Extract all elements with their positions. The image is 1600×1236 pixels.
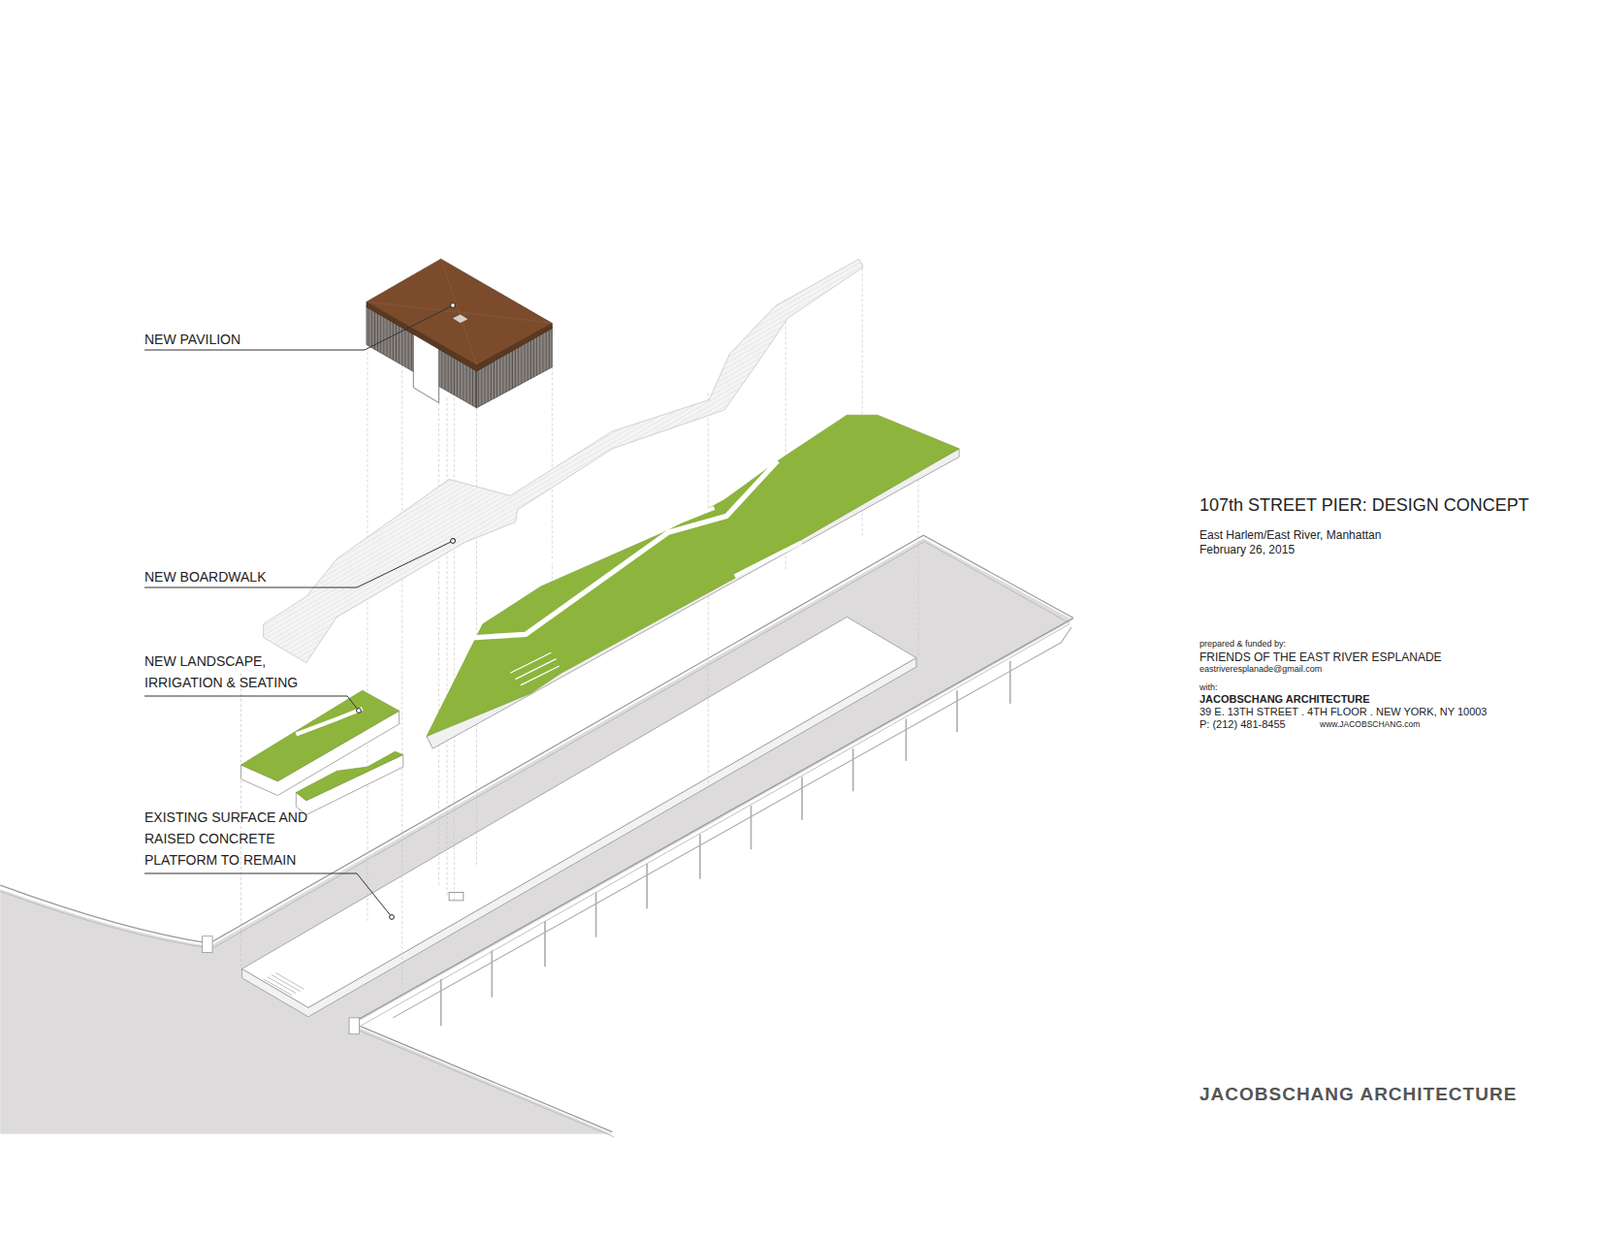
pavilion-roof xyxy=(366,258,552,365)
projection-line xyxy=(447,397,448,897)
projection-line xyxy=(453,336,455,903)
railing-post xyxy=(349,1018,360,1035)
leader-dot xyxy=(389,915,395,921)
planter-top xyxy=(295,751,403,800)
leader-line xyxy=(144,305,453,351)
pile xyxy=(645,864,648,909)
railing-post xyxy=(202,936,214,954)
projection-line xyxy=(438,387,440,888)
pile xyxy=(956,690,959,733)
stair xyxy=(271,975,300,992)
projection-line xyxy=(918,479,920,658)
leader-target xyxy=(450,538,455,543)
street-address: 39 E. 13TH STREET . 4TH FLOOR . NEW YORK… xyxy=(1199,705,1488,718)
pile xyxy=(544,921,546,967)
firm-logotype: JACOBSCHANG ARCHITECTURE xyxy=(1199,1084,1517,1106)
platform-top xyxy=(242,616,917,1008)
pile xyxy=(852,748,855,792)
stair xyxy=(267,977,296,994)
roof-hip xyxy=(366,258,552,365)
pile xyxy=(440,979,443,1026)
step xyxy=(520,666,560,686)
seating-bench xyxy=(525,550,598,568)
credit-note: prepared & funded by: xyxy=(1199,639,1286,649)
projection-line xyxy=(366,347,368,924)
landscape-path xyxy=(461,460,778,639)
callout-label: EXISTING SURFACE AND RAISED CONCRETE PLA… xyxy=(144,806,320,871)
platform-stairs xyxy=(263,973,305,996)
pile xyxy=(490,950,493,997)
firm-name: JACOBSCHANG ARCHITECTURE xyxy=(1199,693,1371,705)
phone-number: P: (212) 481-8455 xyxy=(1199,718,1286,731)
leader-line xyxy=(144,873,392,918)
seating-strip xyxy=(295,708,362,735)
step xyxy=(510,652,551,673)
landscape-top xyxy=(426,415,960,736)
email-address: eastriveresplanade@gmail.com xyxy=(1199,664,1322,674)
seating-bench xyxy=(668,508,714,527)
credit-note: with: xyxy=(1199,682,1218,693)
callout-label: NEW LANDSCAPE, IRRIGATION & SEATING xyxy=(144,650,324,694)
callout-label: NEW PAVILION xyxy=(144,331,241,348)
leader-dot xyxy=(356,708,362,714)
pile xyxy=(750,805,753,850)
projection-line xyxy=(401,365,403,986)
pile xyxy=(800,777,803,821)
leader-dot xyxy=(450,539,456,544)
leader-line xyxy=(144,696,359,711)
drawing-title: 107th STREET PIER: DESIGN CONCEPT xyxy=(1199,495,1530,516)
leader-line xyxy=(144,541,453,588)
callout-label: NEW BOARDWALK xyxy=(144,569,267,585)
post-footprint xyxy=(448,892,464,900)
boardwalk xyxy=(263,258,864,664)
organization-name: FRIENDS OF THE EAST RIVER ESPLANADE xyxy=(1199,650,1442,665)
leader-dot xyxy=(450,303,456,309)
web-address: www.JACOBSCHANG.com xyxy=(1319,719,1420,730)
pile xyxy=(905,719,908,762)
roof-skylight xyxy=(451,314,469,323)
stair xyxy=(275,973,304,991)
seating-bench xyxy=(735,543,801,577)
pile xyxy=(595,892,598,937)
landscape-steps xyxy=(510,652,559,686)
step xyxy=(514,659,556,680)
location-note: East Harlem/East River, Manhattan xyxy=(1199,528,1381,543)
pile xyxy=(699,834,702,880)
pile xyxy=(1009,661,1012,704)
stair xyxy=(263,979,292,996)
date-note: February 26, 2015 xyxy=(1199,543,1295,557)
